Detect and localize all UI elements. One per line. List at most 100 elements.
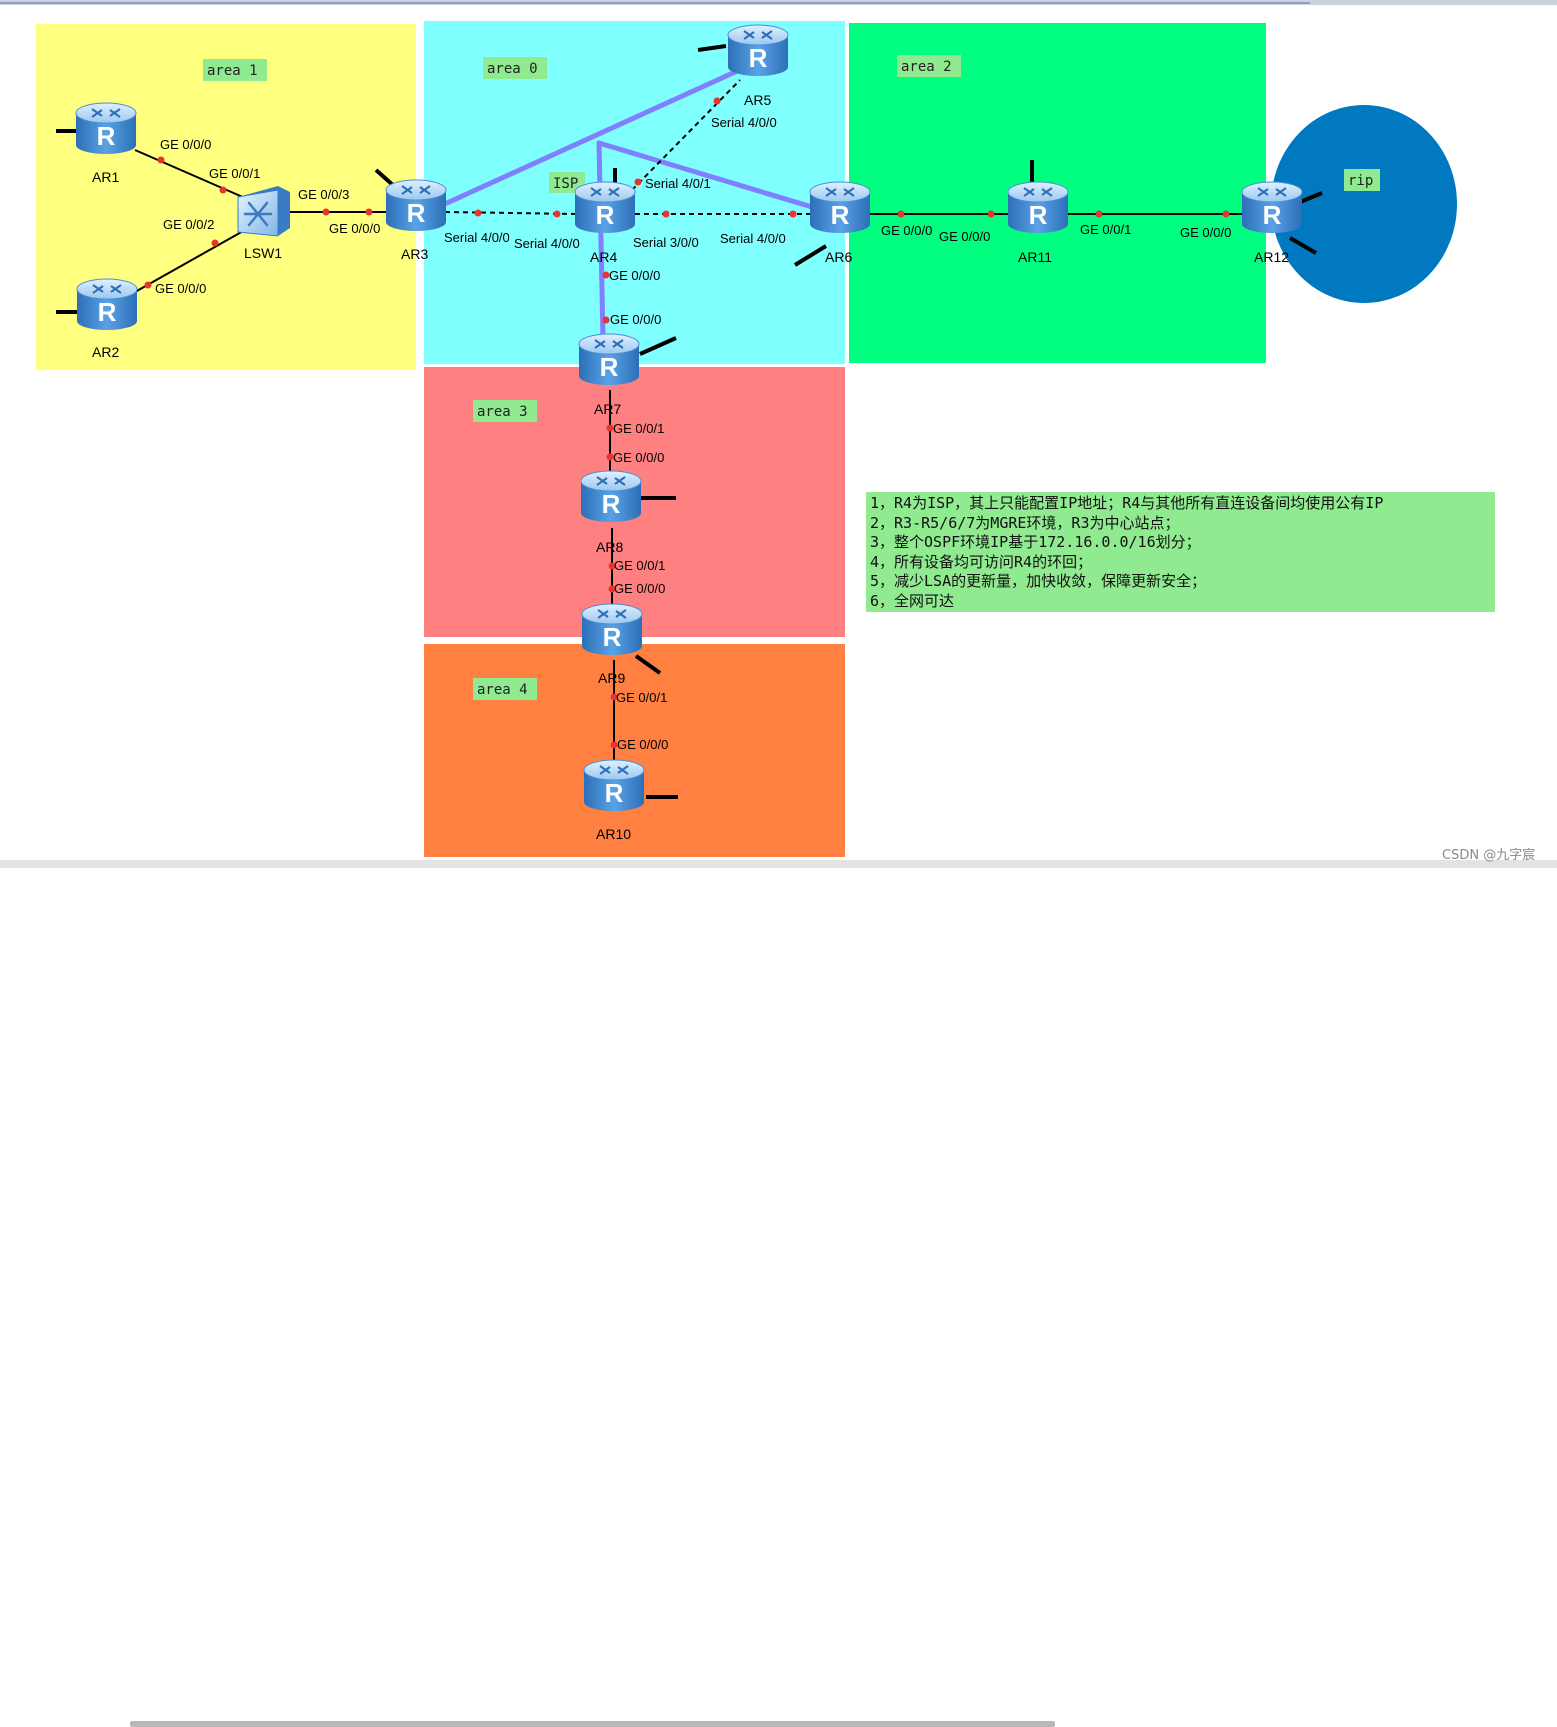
port-dot [157, 156, 165, 164]
port-dot [606, 453, 614, 461]
router-arrows-icon [1023, 187, 1053, 197]
router-top [75, 102, 137, 124]
port-label: GE 0/0/2 [163, 217, 214, 232]
switch-icon [243, 201, 273, 227]
router-glyph: R [831, 200, 850, 230]
router-ar5[interactable]: R [727, 24, 789, 76]
area1-label: area 1 [207, 63, 258, 79]
port-dot [1222, 210, 1230, 218]
router-ar9[interactable]: R [581, 603, 643, 655]
rip-label-bg [1344, 169, 1380, 191]
port-dots [144, 97, 1230, 749]
router-ar3[interactable]: R [385, 179, 447, 231]
port-label: GE 0/0/1 [616, 690, 667, 705]
port-label: Serial 4/0/0 [444, 230, 510, 245]
rip-label: rip [1348, 173, 1373, 189]
router-top [580, 470, 642, 492]
link-ar2-lsw1 [134, 229, 246, 293]
port-dot [608, 585, 616, 593]
link-ar4-ar5 [631, 79, 741, 191]
port-label: GE 0/0/0 [610, 312, 661, 327]
router-top [1007, 181, 1069, 203]
port-dot [987, 210, 995, 218]
router-body [584, 770, 644, 811]
port-label: GE 0/0/1 [209, 166, 260, 181]
router-glyph: R [605, 778, 624, 808]
port-label: GE 0/0/0 [614, 581, 665, 596]
router-ar6[interactable]: R [809, 181, 871, 233]
port-dot [144, 281, 152, 289]
router-arrows-icon [91, 108, 121, 118]
port-label: GE 0/0/0 [609, 268, 660, 283]
tunnel-ar3-ar5 [444, 69, 738, 206]
stub-ar9 [634, 654, 662, 675]
note-line-3: 3，整个OSPF环境IP基于172.16.0.0/16划分； [870, 533, 1201, 551]
port-dot [897, 210, 905, 218]
port-label: GE 0/0/3 [298, 187, 349, 202]
router-body [582, 614, 642, 655]
switch-lsw1[interactable] [237, 186, 290, 237]
device-label-ar10: AR10 [596, 826, 631, 842]
stub-ar5 [697, 44, 727, 52]
port-label: Serial 4/0/0 [720, 231, 786, 246]
port-dot [713, 97, 721, 105]
router-ar1[interactable]: R [75, 102, 137, 154]
area2-label-bg [897, 55, 961, 77]
watermark: CSDN @九字宸 [1442, 848, 1536, 863]
area2-label: area 2 [901, 59, 952, 75]
port-label: GE 0/0/0 [1180, 225, 1231, 240]
port-label: GE 0/0/0 [329, 221, 380, 236]
mgre-tunnels [444, 69, 815, 343]
router-arrows-icon [92, 284, 122, 294]
port-dot [365, 208, 373, 216]
port-label: GE 0/0/1 [1080, 222, 1131, 237]
router-arrows-icon [596, 476, 626, 486]
router-ar8[interactable]: R [580, 470, 642, 522]
router-body [1242, 192, 1302, 233]
port-dot [662, 210, 670, 218]
router-ar12[interactable]: R [1241, 181, 1303, 233]
device-label-ar9: AR9 [598, 670, 625, 686]
device-label-lsw1: LSW1 [244, 245, 282, 261]
scrollbar-thumb[interactable] [130, 1721, 1055, 1727]
routers: R R R R R R R R R R R R [75, 24, 1303, 811]
note-line-5: 5，减少LSA的更新量，加快收敛，保障更新安全； [870, 572, 1207, 590]
router-arrows-icon [1257, 187, 1287, 197]
router-ar11[interactable]: R [1007, 181, 1069, 233]
note-line-2: 2，R3-R5/6/7为MGRE环境，R3为中心站点； [870, 513, 1180, 532]
router-arrows-icon [743, 30, 773, 40]
router-glyph: R [600, 352, 619, 382]
router-body [579, 344, 639, 385]
horizontal-scrollbar[interactable] [0, 860, 1557, 1727]
note-line-4: 4，所有设备均可访问R4的环回； [870, 552, 1093, 571]
router-ar2[interactable]: R [76, 278, 138, 330]
link-ar1-lsw1 [134, 149, 246, 199]
port-labels: GE 0/0/0 GE 0/0/1 GE 0/0/2 GE 0/0/0 GE 0… [155, 115, 1231, 752]
router-glyph: R [602, 489, 621, 519]
router-arrows-icon [599, 765, 629, 775]
port-dot [610, 741, 618, 749]
router-glyph: R [407, 198, 426, 228]
router-glyph: R [749, 43, 768, 73]
router-top [574, 181, 636, 203]
router-ar10[interactable]: R [583, 759, 645, 811]
router-top [1241, 181, 1303, 203]
router-ar4[interactable]: R [574, 181, 636, 233]
device-label-ar6: AR6 [825, 249, 852, 265]
port-dot [602, 316, 610, 324]
router-body [77, 289, 137, 330]
window-top-line [0, 2, 1310, 4]
area1-label-bg [203, 59, 267, 81]
device-label-ar8: AR8 [596, 539, 623, 555]
port-label: GE 0/0/0 [155, 281, 206, 296]
router-top [578, 333, 640, 355]
port-label: GE 0/0/0 [617, 737, 668, 752]
router-ar7[interactable]: R [578, 333, 640, 385]
router-arrows-icon [401, 185, 431, 195]
area3-label-bg [473, 400, 537, 422]
router-body [581, 481, 641, 522]
router-body [810, 192, 870, 233]
router-glyph: R [1029, 200, 1048, 230]
router-glyph: R [596, 200, 615, 230]
stub-ar12-b [1289, 236, 1317, 255]
